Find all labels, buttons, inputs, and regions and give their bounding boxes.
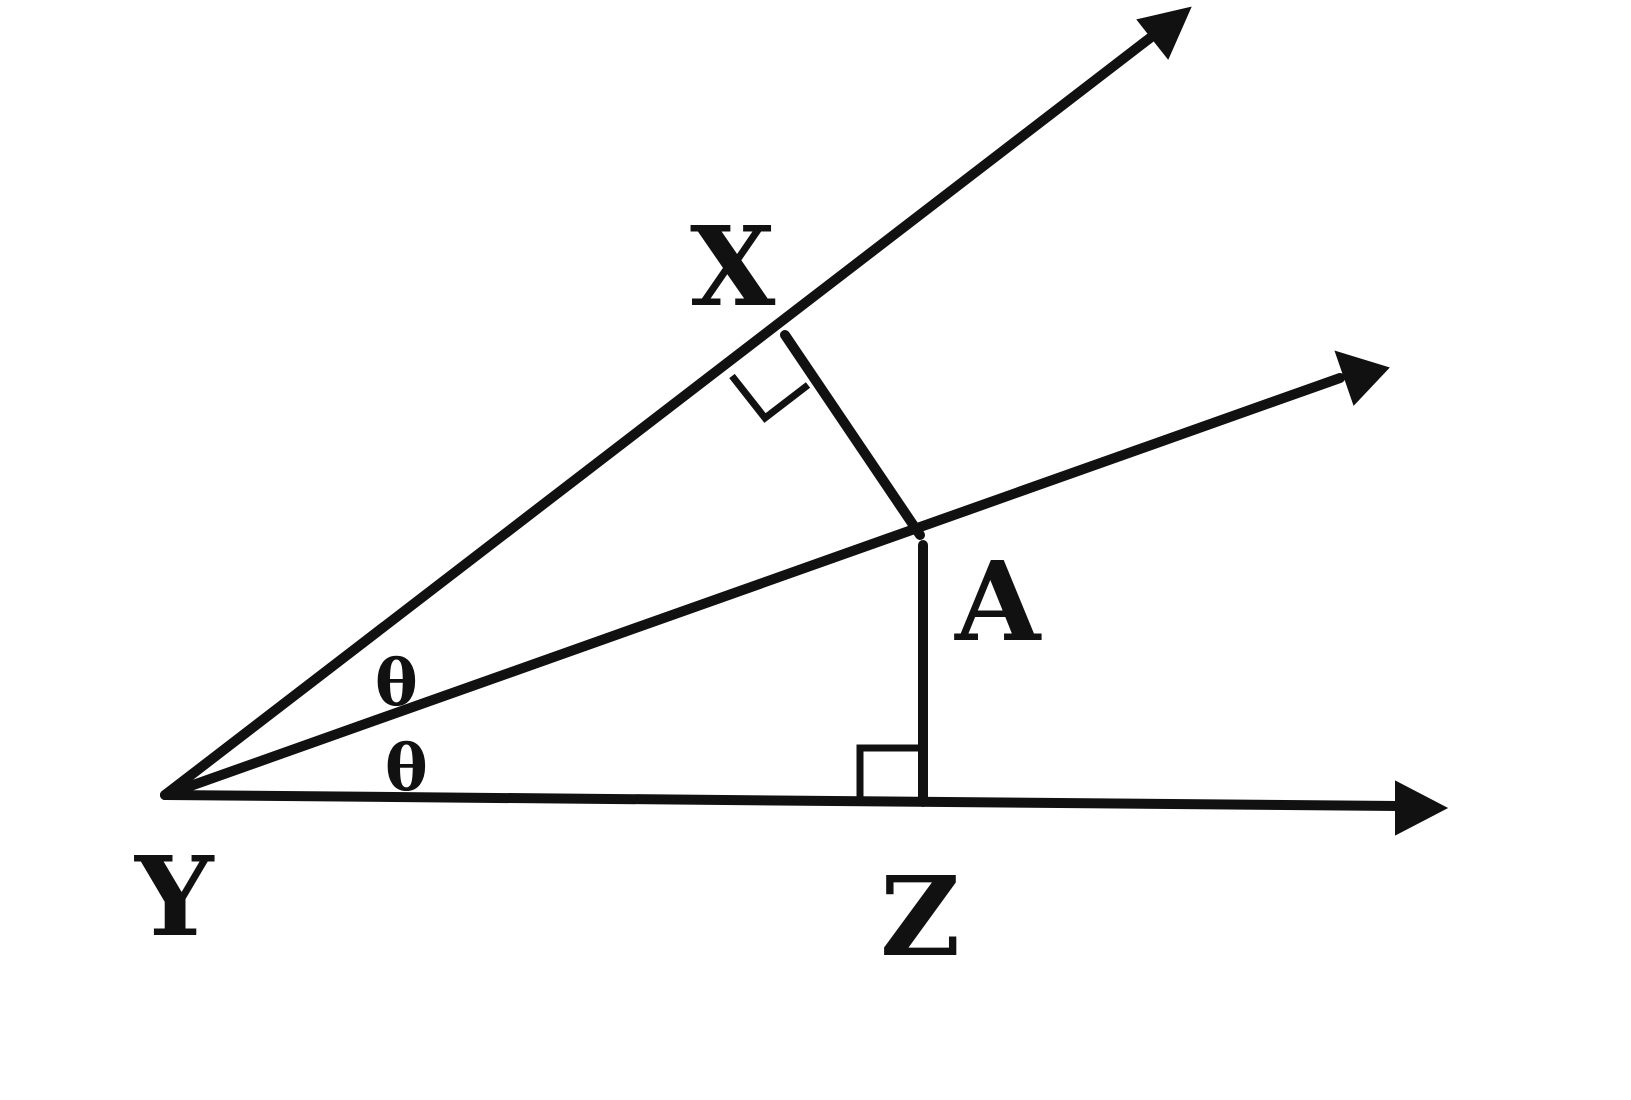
ray-yx-arrowhead <box>1136 6 1192 60</box>
ray-ya-bisector <box>160 373 1345 800</box>
label-point-z: Z <box>880 852 960 981</box>
angle-mark-upper: θ <box>375 646 418 721</box>
right-angle-mark-x <box>729 373 811 423</box>
ray-yx <box>160 33 1155 800</box>
ray-yz-arrowhead <box>1395 780 1449 836</box>
label-point-x: X <box>690 202 776 331</box>
right-angle-mark-z <box>856 744 923 802</box>
angle-mark-lower: θ <box>385 731 428 806</box>
ray-yz <box>160 790 1405 811</box>
label-point-a: A <box>954 537 1042 666</box>
label-point-y: Y <box>134 832 215 961</box>
segment-ax <box>780 330 925 540</box>
ray-ya-arrowhead <box>1334 350 1390 406</box>
